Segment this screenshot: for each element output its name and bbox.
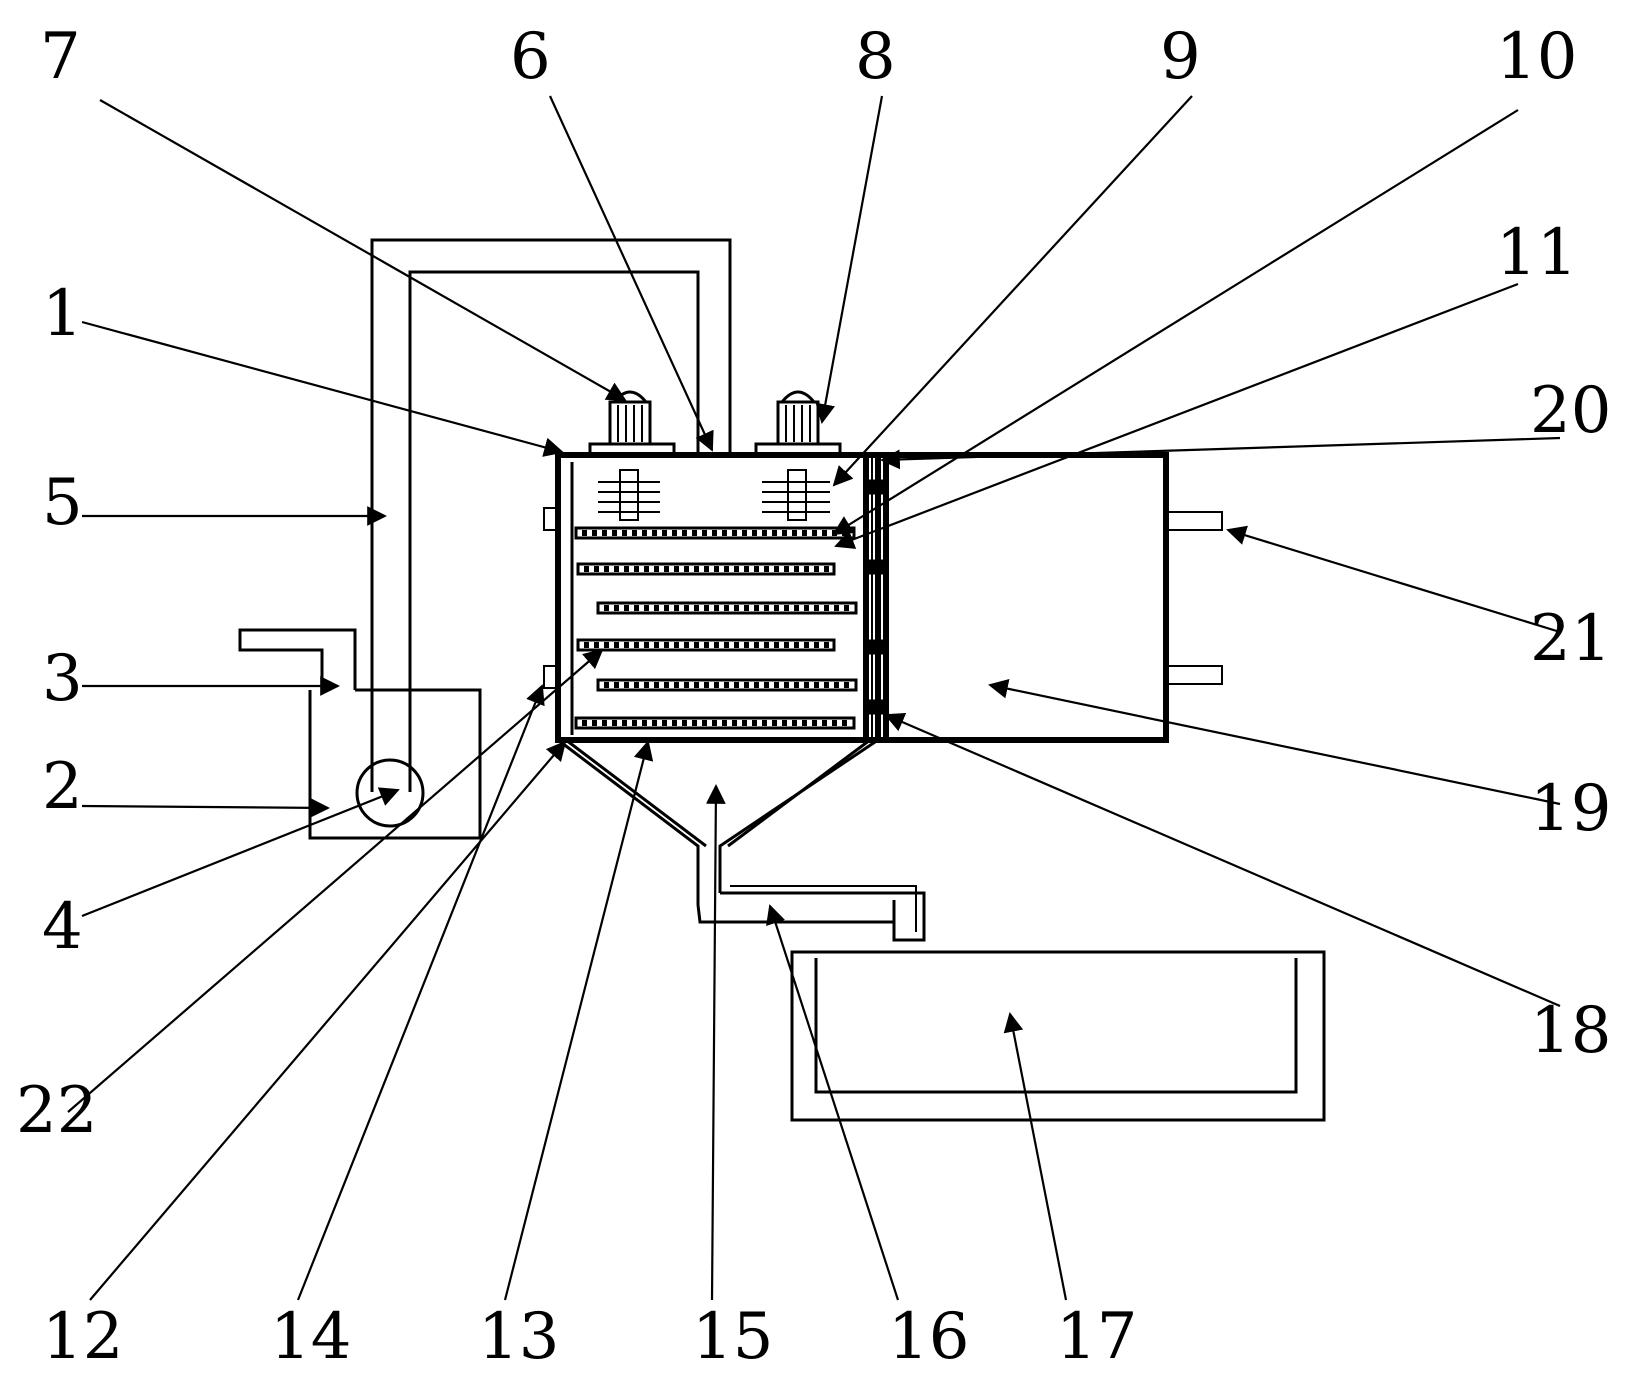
main-chamber xyxy=(543,452,881,743)
part-label: 17 xyxy=(1056,1300,1137,1374)
leader-line xyxy=(89,740,567,1301)
collection-tray xyxy=(790,950,1326,1122)
leader-line xyxy=(81,787,400,918)
baffle-plate xyxy=(596,678,858,692)
leader-line xyxy=(988,678,1561,806)
leader-line xyxy=(705,784,726,1301)
leader-line xyxy=(832,109,1519,536)
leader-line xyxy=(834,282,1519,549)
baffle-plate xyxy=(574,526,856,540)
leader-line xyxy=(503,740,654,1301)
motor-right xyxy=(754,390,842,458)
motor-left xyxy=(588,390,676,458)
part-label: 12 xyxy=(42,1300,123,1374)
leader-line xyxy=(815,95,884,424)
part-label: 13 xyxy=(478,1300,559,1374)
part-label: 5 xyxy=(42,466,83,540)
leader-line xyxy=(67,648,604,1113)
leader-line xyxy=(766,904,900,1301)
baffle-plate xyxy=(596,601,858,615)
part-label: 15 xyxy=(692,1300,773,1374)
part-label: 16 xyxy=(888,1300,969,1374)
leader-line xyxy=(1003,1012,1068,1301)
water-tank xyxy=(238,628,482,840)
leader-line xyxy=(832,95,1193,487)
leader-lines xyxy=(67,95,1561,1301)
leader-line xyxy=(1226,525,1561,634)
leader-line xyxy=(880,436,1561,470)
baffle-plate xyxy=(576,638,836,652)
part-label: 4 xyxy=(42,890,83,964)
hopper xyxy=(557,738,879,905)
leader-line xyxy=(548,95,714,452)
baffle-plate xyxy=(576,562,836,576)
part-label: 18 xyxy=(1530,994,1611,1068)
part-label: 11 xyxy=(1496,216,1577,290)
part-label: 8 xyxy=(855,20,896,94)
part-label: 7 xyxy=(40,20,81,94)
stirrer-left xyxy=(598,469,660,521)
part-label: 19 xyxy=(1530,772,1611,846)
part-label: 14 xyxy=(270,1300,351,1374)
filter-baffles xyxy=(574,526,858,730)
part-label: 3 xyxy=(42,642,83,716)
return-pipe xyxy=(370,238,732,792)
part-label: 21 xyxy=(1530,602,1611,676)
part-label: 2 xyxy=(42,750,83,824)
pump xyxy=(355,758,425,828)
leader-line xyxy=(296,684,545,1301)
part-label: 6 xyxy=(510,20,551,94)
leader-line xyxy=(99,99,627,401)
stirrer-right xyxy=(762,469,830,521)
part-label: 1 xyxy=(42,277,83,351)
part-label: 22 xyxy=(16,1074,97,1148)
part-label: 9 xyxy=(1160,20,1201,94)
part-label: 20 xyxy=(1530,374,1611,448)
outlet-pipe xyxy=(696,885,926,942)
leader-line xyxy=(81,320,564,457)
leader-line xyxy=(884,712,1561,1008)
part-label: 10 xyxy=(1496,20,1577,94)
baffle-plate xyxy=(574,716,856,730)
leader-line xyxy=(81,797,330,818)
